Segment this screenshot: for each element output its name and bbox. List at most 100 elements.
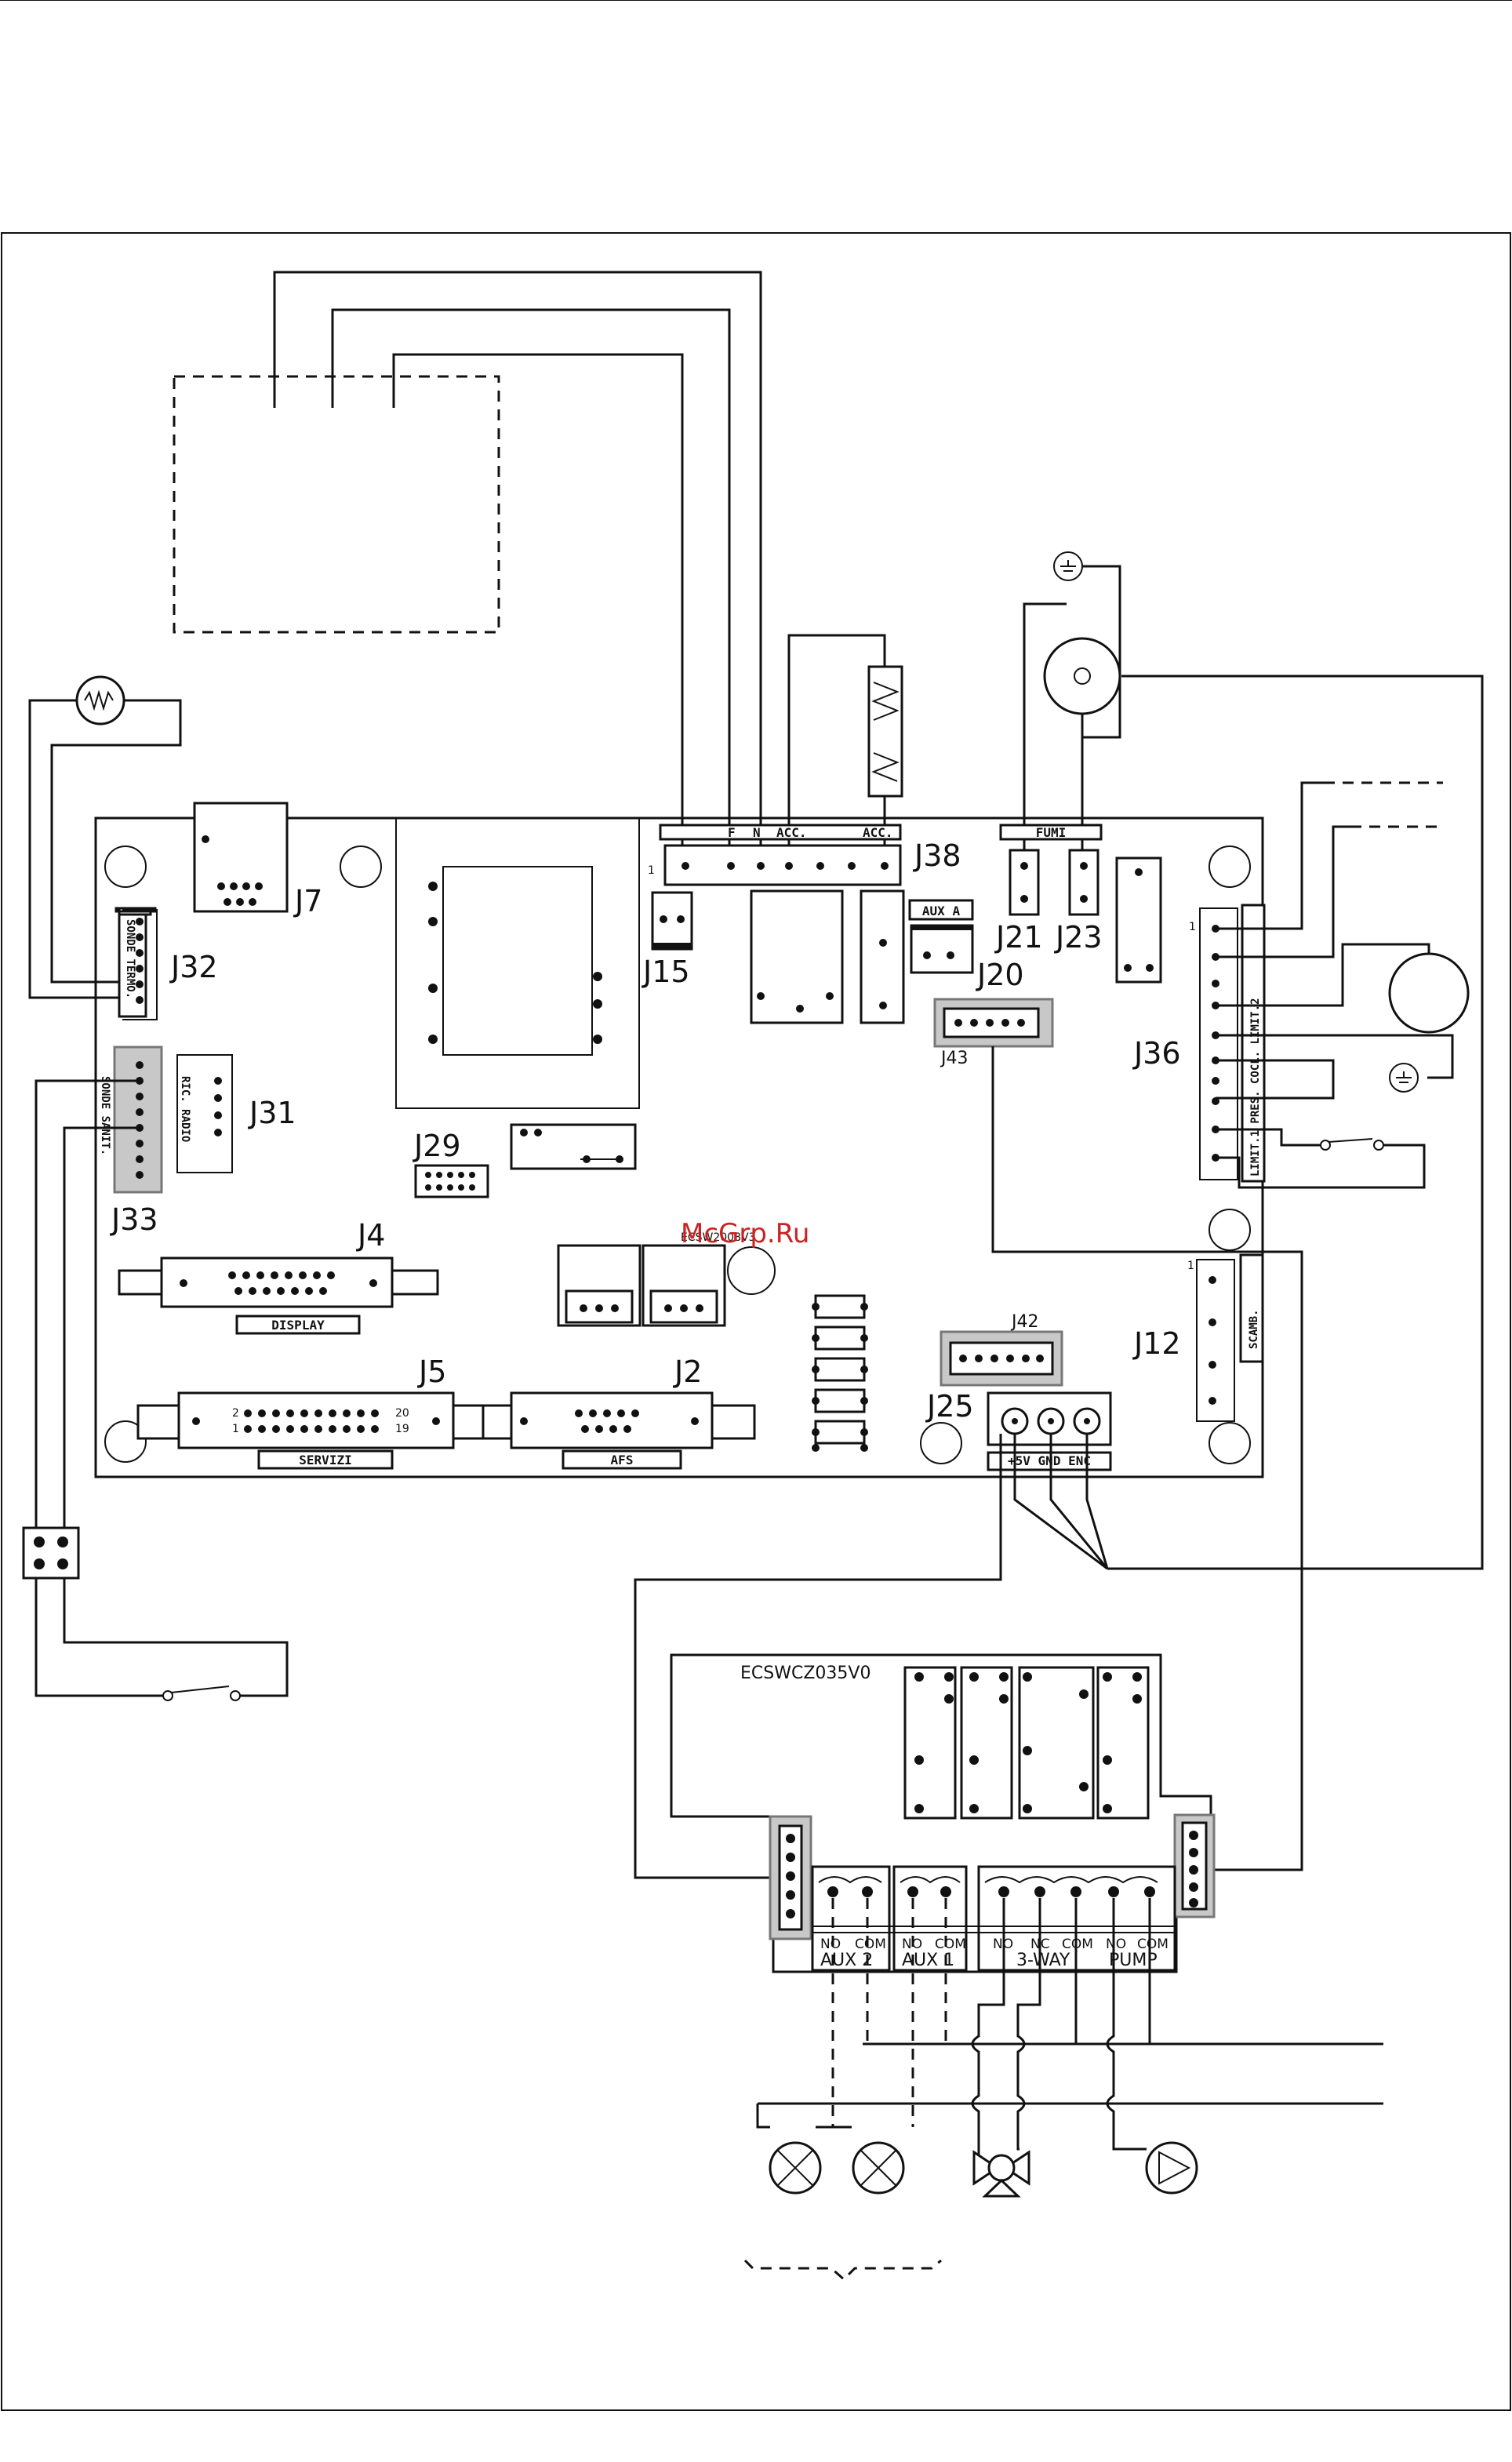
j32-label: J32 bbox=[169, 950, 218, 984]
j38-pin-one: 1 bbox=[648, 864, 655, 877]
scamb-label: SCAMB. bbox=[1248, 1309, 1260, 1349]
transformer-outline bbox=[396, 818, 639, 1108]
j25-label: J25 bbox=[925, 1389, 974, 1424]
j5-flange-left bbox=[138, 1406, 182, 1438]
j31-pins bbox=[214, 1077, 222, 1136]
mount-hole-1 bbox=[105, 846, 146, 887]
j5-label: J5 bbox=[417, 1355, 446, 1389]
j29-connector bbox=[416, 1166, 488, 1197]
j4-flange-right bbox=[392, 1271, 438, 1294]
afs-label: AFS bbox=[611, 1453, 634, 1467]
j5-pin-20: 20 bbox=[395, 1407, 409, 1420]
servizi-label: SERVIZI bbox=[299, 1453, 351, 1467]
j7-label: J7 bbox=[293, 884, 322, 918]
j38-pin-n: N bbox=[753, 825, 761, 840]
relay-main-1 bbox=[751, 891, 842, 1023]
j25-pins-label: +5V GND ENC bbox=[1008, 1453, 1091, 1468]
j31-label: J31 bbox=[248, 1096, 296, 1130]
wire-lamp-neutral bbox=[758, 2104, 770, 2127]
watermark-text: McGrp.Ru bbox=[681, 1218, 809, 1249]
limits-label: LIMIT.1 PRES. COCL. LIMIT.2 bbox=[1249, 998, 1262, 1176]
j38-connector bbox=[665, 846, 900, 885]
wire-limit2-b bbox=[1216, 827, 1350, 957]
limit1-switch-blade bbox=[1328, 1139, 1372, 1142]
earth-symbol-top bbox=[1060, 560, 1076, 571]
j29-label: J29 bbox=[413, 1129, 461, 1163]
j2-connector bbox=[511, 1393, 712, 1448]
pin-aux2-no: NO bbox=[820, 1937, 841, 1952]
j33-highlight bbox=[114, 1047, 162, 1192]
mount-hole-6 bbox=[921, 1423, 961, 1464]
transformer-pins bbox=[428, 882, 602, 1044]
pin-aux2-com: COM bbox=[855, 1937, 886, 1952]
j20-top bbox=[911, 926, 972, 930]
pin-pump-com: COM bbox=[1137, 1937, 1169, 1952]
wire-switch-2 bbox=[64, 1578, 287, 1696]
j42-label: J42 bbox=[1010, 1312, 1038, 1332]
lamp-brace bbox=[745, 2260, 941, 2279]
j12-connector bbox=[1197, 1260, 1234, 1421]
module-code: ECSWCZ035V0 bbox=[740, 1664, 870, 1683]
j36-pin-one: 1 bbox=[1189, 921, 1196, 933]
j5-pin-19: 19 bbox=[395, 1423, 409, 1435]
switch-contact-b bbox=[231, 1691, 240, 1700]
external-unit-outline bbox=[174, 376, 499, 632]
three-way-valve-actuator bbox=[989, 2155, 1014, 2180]
relay-small bbox=[511, 1125, 635, 1169]
j21-label: J21 bbox=[994, 920, 1043, 955]
wire-unit-2 bbox=[333, 310, 729, 864]
wire-unit-3 bbox=[394, 355, 682, 864]
j5-connector bbox=[179, 1393, 453, 1448]
terminal-3way-label: 3-WAY bbox=[1016, 1951, 1070, 1970]
wire-pres bbox=[1216, 1060, 1333, 1098]
wire-unit-1 bbox=[274, 272, 761, 864]
page-frame bbox=[2, 233, 1510, 2410]
j12-label: J12 bbox=[1132, 1326, 1181, 1361]
j20-label: J20 bbox=[976, 958, 1024, 992]
aux-a-label: AUX A bbox=[922, 904, 961, 918]
mount-hole-2 bbox=[340, 846, 381, 887]
switch-blade bbox=[171, 1686, 229, 1693]
mount-hole-4 bbox=[1209, 1209, 1250, 1250]
j38-pin-acc1: ACC. bbox=[776, 825, 807, 840]
j23-label: J23 bbox=[1054, 920, 1103, 955]
j21-connector bbox=[1010, 850, 1038, 915]
module-relays bbox=[905, 1667, 1148, 1818]
terminal-aux2-label: AUX 2 bbox=[820, 1951, 873, 1970]
fumi-label: FUMI bbox=[1036, 825, 1067, 840]
j2-flange-left bbox=[483, 1406, 514, 1438]
pressure-switch-icon bbox=[1390, 954, 1468, 1032]
wire-fan-3 bbox=[1107, 676, 1482, 1569]
pin-3way-com: COM bbox=[1062, 1937, 1093, 1952]
pin-pump-no: NO bbox=[1106, 1937, 1126, 1952]
j4-flange-left bbox=[119, 1271, 165, 1294]
transformer-core bbox=[443, 867, 592, 1055]
door-switch-connector bbox=[24, 1528, 78, 1578]
j36-connector bbox=[1200, 908, 1238, 1180]
j15-connector bbox=[652, 893, 692, 949]
j38-label: J38 bbox=[913, 838, 961, 873]
j4-connector bbox=[162, 1258, 392, 1307]
wire-thermo-2 bbox=[52, 700, 180, 982]
display-label: DISPLAY bbox=[271, 1318, 325, 1333]
sonde-sanit-label: SONDE SANIT. bbox=[99, 1076, 111, 1155]
buzzer-component bbox=[728, 1247, 775, 1294]
j38-pin-f: F bbox=[728, 825, 736, 840]
ic-chips bbox=[812, 1296, 868, 1452]
j33-label: J33 bbox=[110, 1202, 158, 1237]
j7-connector bbox=[194, 803, 287, 911]
three-way-valve-port bbox=[985, 2180, 1018, 2196]
fan-motor-icon bbox=[1045, 638, 1120, 714]
wire-limit1-a bbox=[1216, 1129, 1321, 1145]
mount-hole-3 bbox=[1209, 846, 1250, 887]
relay-right bbox=[1117, 858, 1161, 982]
j36-label: J36 bbox=[1132, 1036, 1181, 1071]
j15-base bbox=[652, 943, 692, 949]
j12-pin-one: 1 bbox=[1187, 1260, 1194, 1272]
sonde-termo-label: SONDE TERMO. bbox=[124, 919, 136, 998]
limit1-contact-b bbox=[1374, 1140, 1383, 1150]
j2-label: J2 bbox=[673, 1355, 702, 1389]
j4-label: J4 bbox=[356, 1218, 385, 1253]
ric-radio-label: RIC. RADIO bbox=[179, 1076, 191, 1142]
